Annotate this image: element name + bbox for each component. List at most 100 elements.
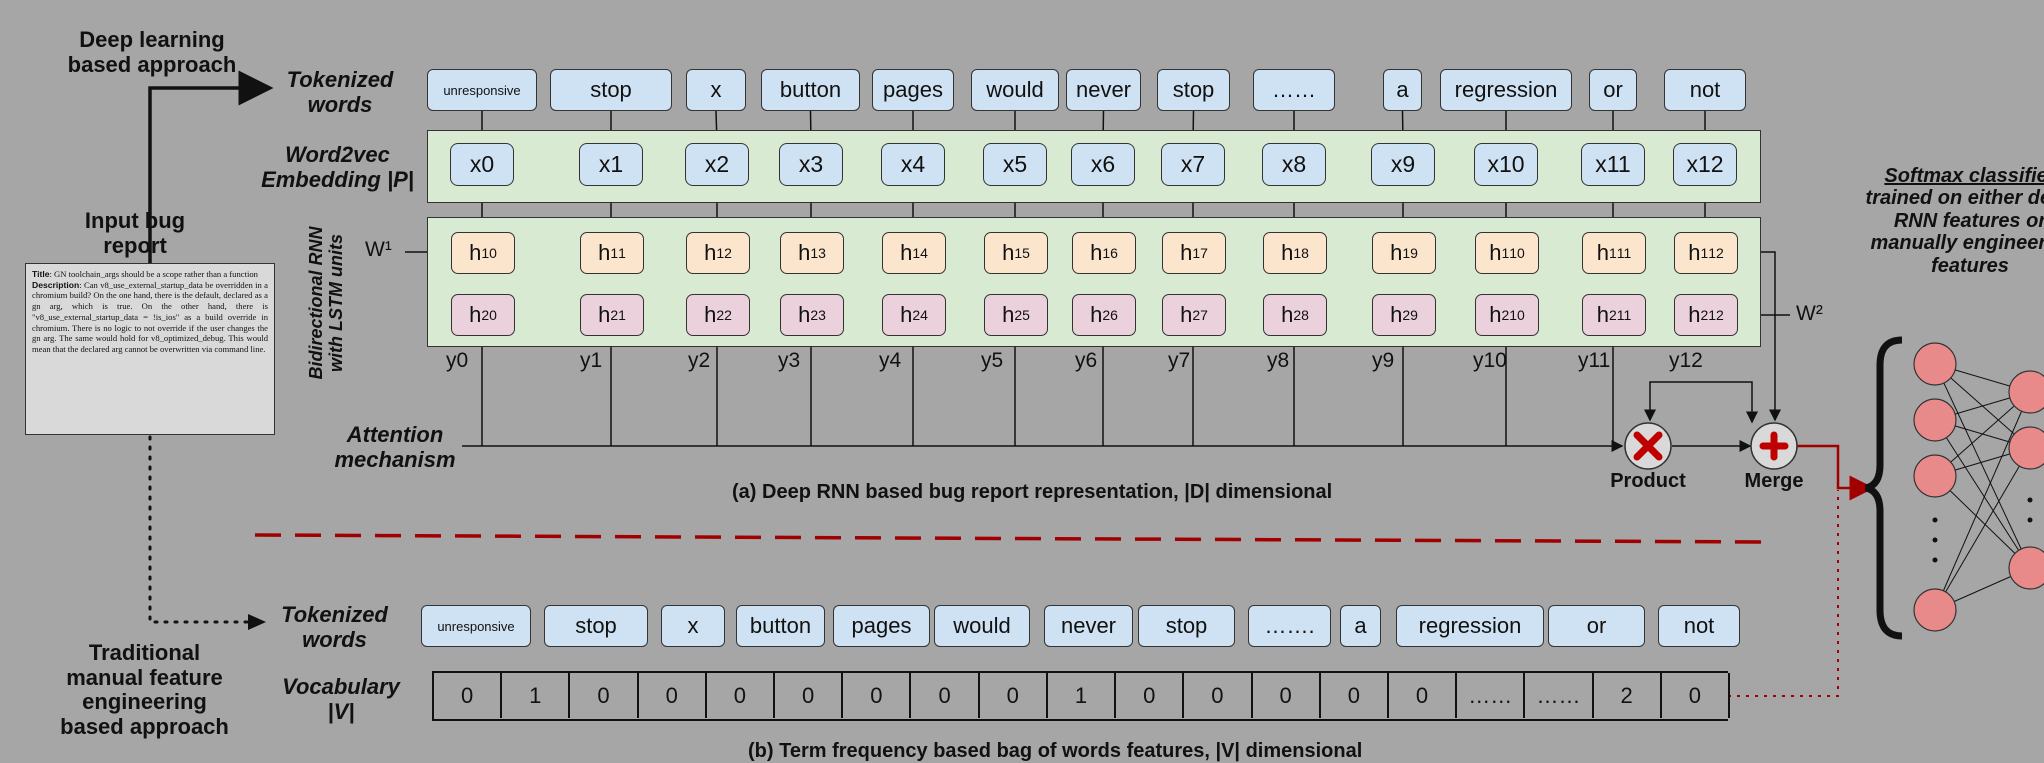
- bug-report-document: Title: GN toolchain_args should be a sco…: [25, 263, 275, 435]
- deep-learning-label: Deep learning based approach: [67, 27, 237, 77]
- rnn-output-label: y3: [778, 349, 801, 372]
- embedding-node: x1: [579, 143, 643, 186]
- embedding-node: x4: [881, 143, 945, 186]
- vocab-cell: 1: [1048, 673, 1117, 718]
- top-token: stop: [550, 69, 672, 111]
- top-token: or: [1589, 69, 1637, 111]
- w1-label: W¹: [365, 238, 392, 261]
- bottom-token: would: [934, 605, 1030, 647]
- bottom-token: never: [1044, 605, 1133, 647]
- rnn-output-label: y10: [1473, 349, 1507, 372]
- embedding-node: x5: [983, 143, 1047, 186]
- rnn-output-label: y11: [1578, 349, 1611, 372]
- vocab-cell: ……: [1525, 673, 1594, 718]
- product-x-icon: [1633, 431, 1663, 461]
- vocab-cell: 2: [1594, 673, 1662, 718]
- bottom-token: or: [1548, 605, 1645, 647]
- vocab-cell: 0: [1662, 673, 1730, 718]
- vocab-cell: 0: [707, 673, 776, 718]
- brace-icon: [1864, 336, 1903, 640]
- bidirectional-rnn-label: Bidirectional RNN with LSTM units: [306, 226, 347, 380]
- top-token: unresponsive: [427, 69, 537, 111]
- bottom-token: regression: [1396, 605, 1544, 647]
- vocab-cell: 0: [1116, 673, 1185, 718]
- tokenized-words-bottom-label: Tokenized words: [281, 602, 388, 652]
- vocab-cell: 0: [775, 673, 844, 718]
- embedding-node: x10: [1474, 143, 1538, 186]
- bottom-token: unresponsive: [421, 605, 531, 647]
- vocab-cell: ……: [1457, 673, 1526, 718]
- bottom-token: x: [661, 605, 725, 647]
- softmax-title: Softmax classifier: [1884, 165, 2044, 187]
- traditional-label: Traditional manual feature engineering b…: [60, 640, 229, 739]
- bottom-token: not: [1658, 605, 1740, 647]
- w2-label: W²: [1796, 302, 1823, 325]
- embedding-node: x6: [1071, 143, 1135, 186]
- neural-network-icon: [1913, 342, 2044, 632]
- embedding-node: x0: [450, 143, 514, 186]
- product-label: Product: [1610, 470, 1686, 492]
- rnn-output-label: y12: [1669, 349, 1703, 372]
- word2vec-label: Word2vec Embedding |P|: [261, 142, 414, 192]
- bottom-token: stop: [1138, 605, 1235, 647]
- embedding-node: x2: [685, 143, 749, 186]
- embedding-node: x9: [1371, 143, 1435, 186]
- merge-label: Merge: [1744, 470, 1804, 492]
- input-bug-report-label: Input bug report: [84, 208, 186, 258]
- vocab-cell: 0: [843, 673, 912, 718]
- top-token: x: [686, 69, 746, 111]
- bottom-token: pages: [833, 605, 930, 647]
- top-token: would: [971, 69, 1059, 111]
- embedding-node: x7: [1161, 143, 1225, 186]
- softmax-desc: trained on either deep RNN features or m…: [1865, 187, 2044, 277]
- caption-a: (a) Deep RNN based bug report representa…: [732, 481, 1333, 503]
- caption-b: (b) Term frequency based bag of words fe…: [748, 740, 1363, 762]
- embedding-node: x11: [1581, 143, 1645, 186]
- merge-plus-icon: [1759, 431, 1789, 461]
- embedding-node: x8: [1262, 143, 1326, 186]
- tokenized-words-top-label: Tokenized words: [286, 67, 394, 117]
- vocabulary-label: Vocabulary |V|: [282, 674, 400, 724]
- vocab-cell: 0: [1253, 673, 1321, 718]
- rnn-output-label: y9: [1372, 349, 1395, 372]
- embedding-node: x3: [779, 143, 843, 186]
- vocab-cell: 1: [502, 673, 571, 718]
- rnn-output-label: y1: [580, 349, 603, 372]
- bottom-token: button: [736, 605, 825, 647]
- softmax-label: Softmax classifier trained on either dee…: [1855, 165, 2044, 277]
- vocab-cell: 0: [639, 673, 707, 718]
- vocab-cell: 0: [1389, 673, 1458, 718]
- rnn-output-label: y2: [688, 349, 711, 372]
- vocab-cell: 0: [1321, 673, 1389, 718]
- bottom-token: a: [1340, 605, 1381, 647]
- rnn-output-label: y7: [1168, 349, 1191, 372]
- rnn-output-label: y8: [1267, 349, 1290, 372]
- vocab-cell: 0: [911, 673, 980, 718]
- top-token: pages: [872, 69, 954, 111]
- vocab-cell: 0: [434, 673, 503, 718]
- rnn-output-label: y5: [981, 349, 1004, 372]
- vocab-cell: 0: [980, 673, 1048, 718]
- top-token: button: [761, 69, 860, 111]
